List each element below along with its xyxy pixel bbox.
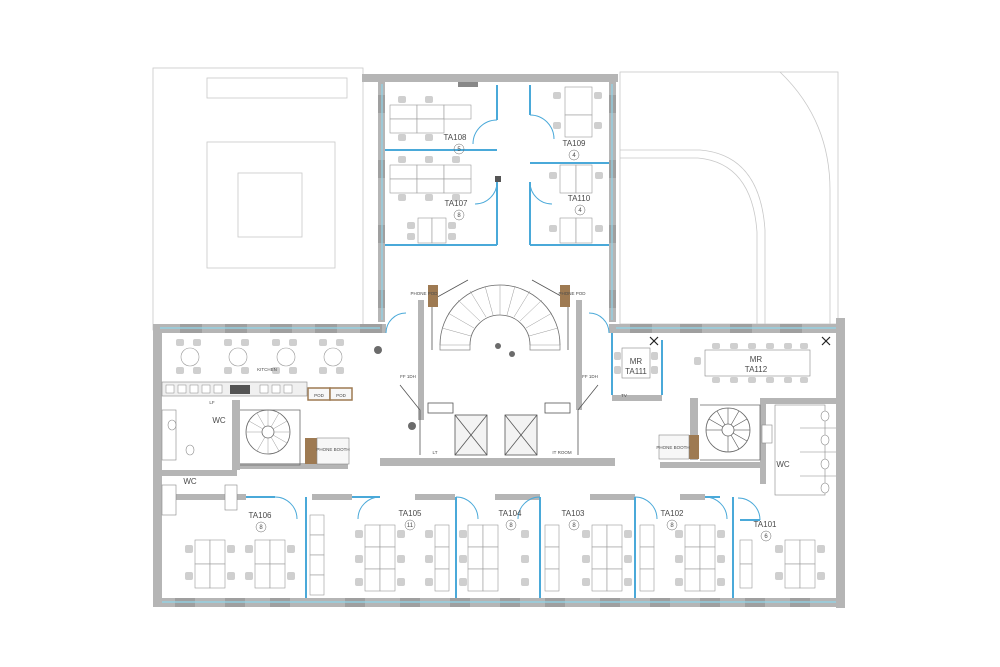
phone-pod-label: PHONE POD [410,291,438,296]
room-capacity: 8 [259,525,263,531]
wc-label: WC [183,477,197,486]
kitchen-label: KITCHEN [257,367,277,372]
wc-label: WC [212,416,226,425]
lf-label: LF [209,400,215,405]
ff-label: FF 1DH [400,374,416,379]
phone-booth-label: PHONE BOOTH [656,445,689,450]
tv-label: TV [621,393,627,398]
left-courtyard [152,67,364,331]
south-office-desks [194,514,816,596]
phone-pod-label: PHONE POD [558,291,586,296]
core-outline [399,384,599,455]
room-name: TA107 [445,199,469,208]
south-office-chairs [185,530,825,586]
area-labels: KITCHEN WC WC WC POD POD PHONE POD PHONE… [183,291,790,486]
room-capacity: 5 [457,147,461,153]
room-name: TA110 [568,194,591,203]
lift-label: LT [433,450,438,455]
ff-label: FF 1DH [582,374,598,379]
meeting-room-label: MR [750,355,763,364]
column-markers [458,82,501,182]
room-name: TA102 [661,509,685,518]
glass-partitions [246,85,760,598]
right-staircase [700,404,761,461]
room-capacity: 8 [670,523,674,529]
phone-booth-label: PHONE BOOTH [316,447,349,452]
central-staircase [431,279,569,351]
plants [374,343,515,430]
room-capacity: 6 [764,534,768,540]
room-capacity: 11 [407,523,414,529]
lift-core [454,414,538,456]
right-courtyard [619,71,839,325]
left-staircase [240,409,301,466]
wc-label: WC [776,460,790,469]
it-room-label: IT ROOM [552,450,571,455]
pod-label: POD [336,393,347,398]
meeting-room-furniture [614,336,831,383]
meeting-room-id: TA112 [745,365,768,374]
pod-label: POD [314,393,325,398]
wc-fixtures [161,404,836,516]
door-swings [274,114,761,521]
meeting-room-id: TA111 [625,367,647,376]
room-capacity: 8 [572,523,576,529]
top-office-chairs [398,92,603,240]
room-name: TA101 [754,520,778,529]
room-labels: TA108 5 TA107 8 TA109 4 TA110 4 TA106 8 … [249,133,778,542]
walls [153,74,845,608]
room-name: TA108 [444,133,468,142]
top-office-desks [389,86,593,244]
room-capacity: 8 [509,523,513,529]
kitchen-furniture [161,339,344,397]
room-capacity: 4 [572,153,576,159]
room-name: TA103 [562,509,586,518]
window-lines [160,84,836,603]
room-capacity: 8 [457,213,461,219]
phone-booths [305,285,699,465]
room-capacity: 4 [578,208,582,214]
meeting-room-label: MR [630,357,643,366]
room-name: TA106 [249,511,273,520]
room-name: TA109 [563,139,587,148]
room-name: TA104 [499,509,523,518]
room-name: TA105 [399,509,423,518]
